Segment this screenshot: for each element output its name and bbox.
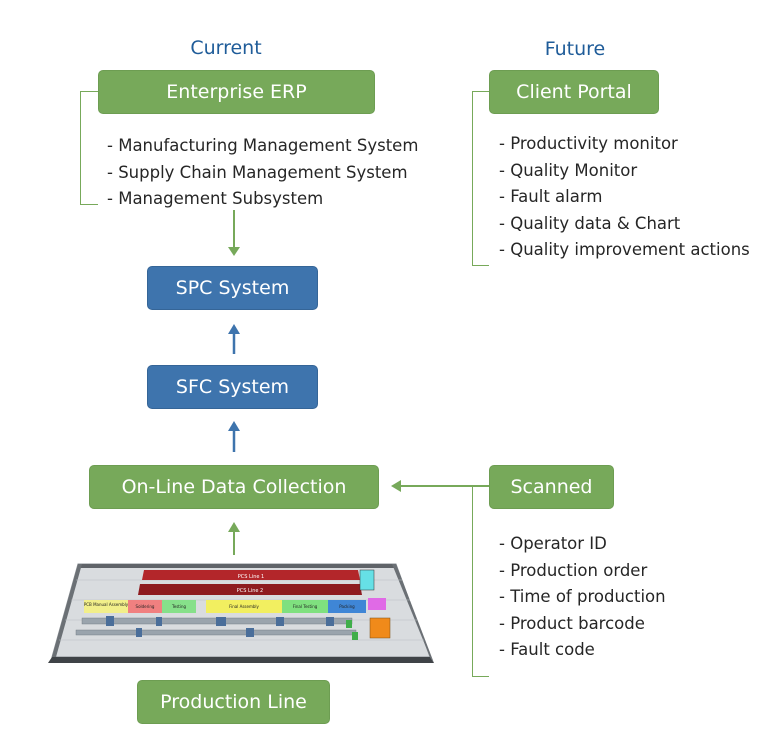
portal-item: Quality data & Chart — [499, 211, 750, 238]
erp-item: Manufacturing Management System — [107, 133, 418, 160]
erp-items-list: Manufacturing Management System Supply C… — [107, 133, 418, 213]
arrow-scanned-to-collection — [391, 480, 489, 492]
data-collection-label: On-Line Data Collection — [121, 476, 347, 498]
production-line-box: Production Line — [137, 680, 330, 724]
pcs-line-2-label: PCS Line 2 — [237, 588, 263, 594]
zone-final-testing — [282, 600, 328, 613]
zone-final-assembly — [206, 600, 282, 613]
zone-label: Final Testing — [293, 604, 318, 609]
current-heading: Current — [190, 37, 262, 59]
scanned-item: Fault code — [499, 637, 666, 664]
portal-bracket — [472, 91, 489, 266]
portal-item: Fault alarm — [499, 184, 750, 211]
arrow-production-to-collection — [228, 522, 240, 555]
sfc-system-box: SFC System — [147, 365, 318, 409]
zone-pcb-manual — [84, 600, 128, 613]
arrow-sfc-to-spc — [228, 324, 240, 354]
production-floorplan-image: PCS Line 1 PCS Line 2 PCB Manual Assembl… — [48, 563, 434, 663]
zone-label: Testing — [171, 604, 187, 609]
pcs-line-1-label: PCS Line 1 — [238, 574, 264, 580]
scanned-label: Scanned — [510, 476, 593, 498]
zone-testing — [162, 600, 196, 613]
portal-item: Productivity monitor — [499, 131, 750, 158]
side-station-orange — [369, 617, 391, 639]
arrow-collection-to-sfc — [228, 421, 240, 452]
scanned-items-list: Operator ID Production order Time of pro… — [499, 531, 666, 664]
data-collection-box: On-Line Data Collection — [89, 465, 379, 509]
zone-label: Soldering — [136, 604, 155, 609]
scanned-box: Scanned — [489, 465, 614, 509]
future-heading: Future — [544, 38, 606, 60]
erp-item: Supply Chain Management System — [107, 160, 418, 187]
pcs-line-2 — [138, 584, 362, 595]
zone-label: Final Assembly — [229, 604, 259, 609]
portal-item: Quality improvement actions — [499, 237, 750, 264]
spc-system-label: SPC System — [175, 277, 290, 299]
client-portal-box: Client Portal — [489, 70, 659, 114]
zone-label: PCB Manual Assembly — [84, 602, 129, 607]
scanned-item: Operator ID — [499, 531, 666, 558]
portal-item: Quality Monitor — [499, 158, 750, 185]
scanned-item: Production order — [499, 558, 666, 585]
arrow-erp-to-spc — [228, 210, 240, 256]
enterprise-erp-label: Enterprise ERP — [166, 81, 307, 103]
portal-items-list: Productivity monitor Quality Monitor Fau… — [499, 131, 750, 264]
erp-item: Management Subsystem — [107, 186, 418, 213]
scanned-item: Time of production — [499, 584, 665, 611]
zone-packing — [328, 600, 366, 613]
production-line-label: Production Line — [160, 691, 307, 713]
scanned-bracket — [472, 486, 489, 677]
pcs-line-1 — [142, 570, 360, 580]
scanned-item: Product barcode — [499, 611, 666, 638]
spc-system-box: SPC System — [147, 266, 318, 310]
zone-label: Packing — [339, 604, 355, 609]
erp-bracket — [80, 91, 98, 205]
sfc-system-label: SFC System — [175, 376, 290, 398]
side-station-cyan — [359, 569, 375, 591]
enterprise-erp-box: Enterprise ERP — [98, 70, 375, 114]
side-station-magenta — [368, 598, 386, 610]
client-portal-label: Client Portal — [516, 81, 632, 103]
zone-soldering — [128, 600, 162, 613]
